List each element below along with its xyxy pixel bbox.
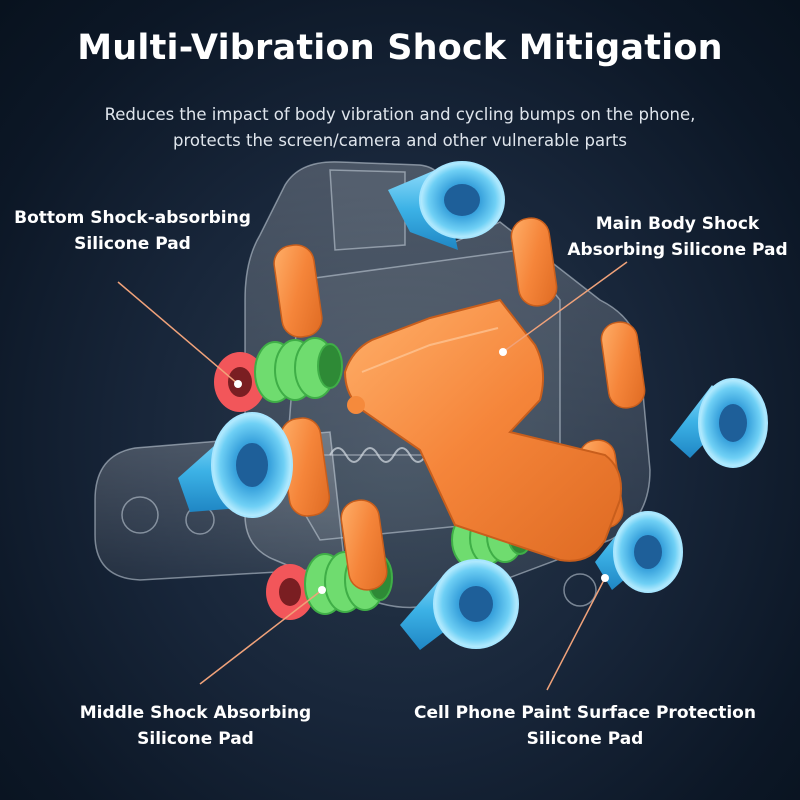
green-ring-stack-top — [254, 337, 343, 403]
leader-line-middle — [199, 589, 323, 685]
callout-phone-protection-pad: Cell Phone Paint Surface Protection Sili… — [405, 700, 765, 752]
blue-cup-top — [388, 161, 505, 250]
blue-cup-left — [178, 412, 293, 518]
callout-middle-line-2: Silicone Pad — [137, 729, 254, 749]
callout-bottom-line-1: Bottom Shock-absorbing — [14, 208, 251, 228]
leader-dot-main — [499, 348, 507, 356]
leader-line-bottom — [117, 281, 239, 385]
blue-cup-bottom — [400, 559, 519, 650]
leader-dot-bottom — [234, 380, 242, 388]
callout-bottom-shock-pad: Bottom Shock-absorbing Silicone Pad — [10, 205, 255, 257]
callout-main-body-pad: Main Body Shock Absorbing Silicone Pad — [560, 211, 795, 263]
blue-cup-right-lower — [595, 511, 683, 593]
callout-main-line-1: Main Body Shock — [595, 214, 760, 234]
page-subtitle: Reduces the impact of body vibration and… — [0, 102, 800, 154]
blue-cup-right-upper — [670, 378, 768, 468]
page-title: Multi-Vibration Shock Mitigation — [77, 28, 723, 68]
subtitle-line-2: protects the screen/camera and other vul… — [173, 131, 627, 150]
leader-dot-middle — [318, 586, 326, 594]
leader-lines — [117, 261, 628, 691]
callout-middle-shock-pad: Middle Shock Absorbing Silicone Pad — [68, 700, 323, 752]
callout-phone-line-2: Silicone Pad — [526, 729, 644, 749]
main-orange-pad — [343, 298, 622, 562]
subtitle-line-1: Reduces the impact of body vibration and… — [104, 105, 696, 124]
leader-dot-phone — [601, 574, 609, 582]
leader-line-phone — [546, 577, 606, 691]
callout-main-line-2: Absorbing Silicone Pad — [567, 240, 788, 260]
callout-middle-line-1: Middle Shock Absorbing — [79, 703, 312, 723]
leader-line-main — [502, 261, 628, 353]
callout-bottom-line-2: Silicone Pad — [74, 234, 191, 254]
callout-phone-line-1: Cell Phone Paint Surface Protection — [414, 703, 756, 723]
